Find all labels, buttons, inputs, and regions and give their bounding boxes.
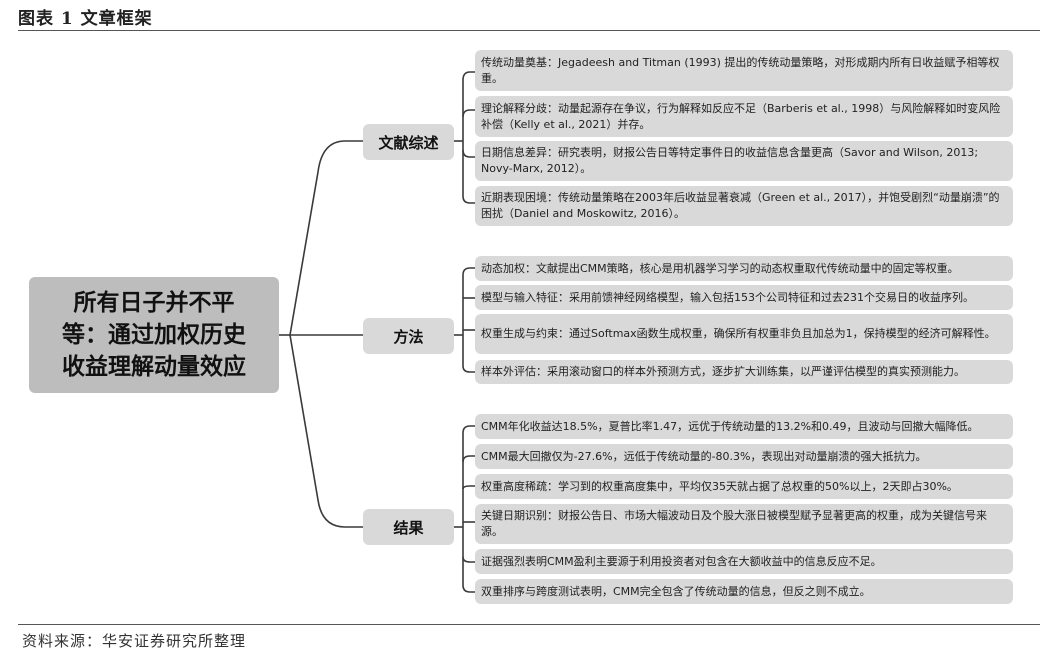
leaf-results-2: CMM最大回撤仅为-27.6%，远低于传统动量的-80.3%，表现出对动量崩溃的… xyxy=(475,444,1013,469)
top-rule xyxy=(18,30,1040,31)
leaf-method-4: 样本外评估：采用滚动窗口的样本外预测方式，逐步扩大训练集，以严谨评估模型的真实预… xyxy=(475,360,1013,384)
leaf-results-6: 双重排序与跨度测试表明，CMM完全包含了传统动量的信息，但反之则不成立。 xyxy=(475,579,1013,604)
root-node: 所有日子并不平等：通过加权历史收益理解动量效应 xyxy=(29,277,279,393)
branch-results: 结果 xyxy=(363,509,454,545)
leaf-literature-2: 理论解释分歧：动量起源存在争议，行为解释如反应不足（Barberis et al… xyxy=(475,96,1013,137)
leaf-literature-3: 日期信息差异：研究表明，财报公告日等特定事件日的收益信息含量更高（Savor a… xyxy=(475,141,1013,181)
bottom-rule xyxy=(18,624,1040,625)
leaf-results-4: 关键日期识别：财报公告日、市场大幅波动日及个股大涨日被模型赋予显著更高的权重，成… xyxy=(475,504,1013,544)
branch-method: 方法 xyxy=(363,318,454,354)
leaf-literature-4: 近期表现困境：传统动量策略在2003年后收益显著衰减（Green et al.,… xyxy=(475,186,1013,226)
leaf-results-3: 权重高度稀疏：学习到的权重高度集中，平均仅35天就占据了总权重的50%以上，2天… xyxy=(475,474,1013,499)
leaf-results-5: 证据强烈表明CMM盈利主要源于利用投资者对包含在大额收益中的信息反应不足。 xyxy=(475,549,1013,574)
leaf-method-1: 动态加权：文献提出CMM策略，核心是用机器学习学习的动态权重取代传统动量中的固定… xyxy=(475,256,1013,281)
leaf-method-2: 模型与输入特征：采用前馈神经网络模型，输入包括153个公司特征和过去231个交易… xyxy=(475,285,1013,310)
leaf-method-3: 权重生成与约束：通过Softmax函数生成权重，确保所有权重非负且加总为1，保持… xyxy=(475,314,1013,354)
source-note: 资料来源：华安证券研究所整理 xyxy=(22,632,247,650)
branch-literature-review: 文献综述 xyxy=(363,124,454,160)
leaf-results-1: CMM年化收益达18.5%，夏普比率1.47，远优于传统动量的13.2%和0.4… xyxy=(475,414,1013,439)
figure-title: 图表 1 文章框架 xyxy=(18,9,153,29)
leaf-literature-1: 传统动量奠基：Jegadeesh and Titman (1993) 提出的传统… xyxy=(475,50,1013,91)
